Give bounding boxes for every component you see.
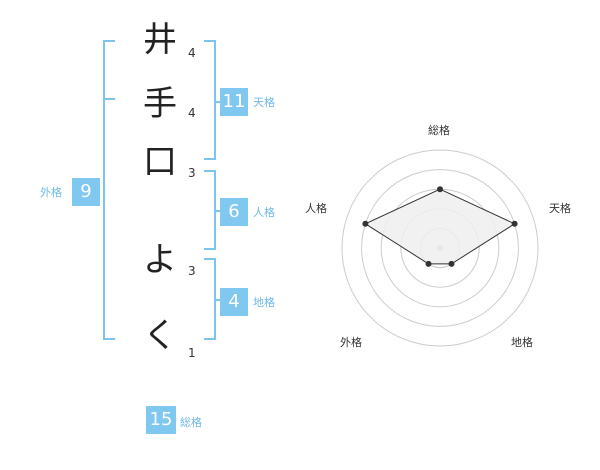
- stroke-count-4: 3: [188, 264, 196, 278]
- gaikaku-bracket: [103, 40, 115, 340]
- gaikaku-label: 外格: [40, 186, 62, 199]
- radar-ring: [361, 169, 519, 327]
- tenkaku-label: 天格: [253, 96, 275, 109]
- soukaku-label: 総格: [180, 416, 202, 429]
- radar-label-jinkaku: 人格: [305, 202, 327, 215]
- chikaku-connector: [214, 299, 220, 301]
- soukaku-badge: 15: [146, 406, 176, 434]
- gaikaku-badge: 9: [72, 178, 100, 206]
- radar-point-5: [362, 220, 369, 227]
- name-char-1: 井: [143, 20, 177, 60]
- stroke-count-1: 4: [188, 46, 196, 60]
- name-char-2: 手: [143, 84, 177, 124]
- radar-label-tenkaku: 天格: [549, 202, 571, 215]
- stroke-count-3: 3: [188, 166, 196, 180]
- radar-point-4: [425, 260, 432, 267]
- chikaku-badge: 4: [220, 288, 248, 316]
- radar-ring: [341, 149, 539, 347]
- radar-label-soukaku: 総格: [428, 124, 450, 137]
- radar-point-1: [437, 186, 443, 193]
- stroke-count-2: 4: [188, 106, 196, 120]
- jinkaku-badge: 6: [220, 198, 248, 226]
- jinkaku-connector: [214, 210, 220, 212]
- tenkaku-badge: 11: [220, 88, 248, 116]
- name-char-4: よ: [143, 240, 177, 280]
- radar-shape: [364, 188, 516, 265]
- radar-point-2: [511, 220, 518, 227]
- name-char-5: く: [143, 316, 177, 356]
- radar-label-gaikaku: 外格: [340, 336, 362, 349]
- chikaku-label: 地格: [253, 296, 275, 309]
- radar-point-3: [448, 260, 455, 267]
- radar-label-chikaku: 地格: [511, 336, 533, 349]
- tenkaku-bracket: [204, 40, 216, 160]
- jinkaku-label: 人格: [253, 206, 275, 219]
- gaikaku-bracket-tick: [103, 98, 115, 100]
- name-char-3: 口: [143, 142, 177, 182]
- tenkaku-connector: [214, 101, 220, 103]
- stroke-count-5: 1: [188, 346, 196, 360]
